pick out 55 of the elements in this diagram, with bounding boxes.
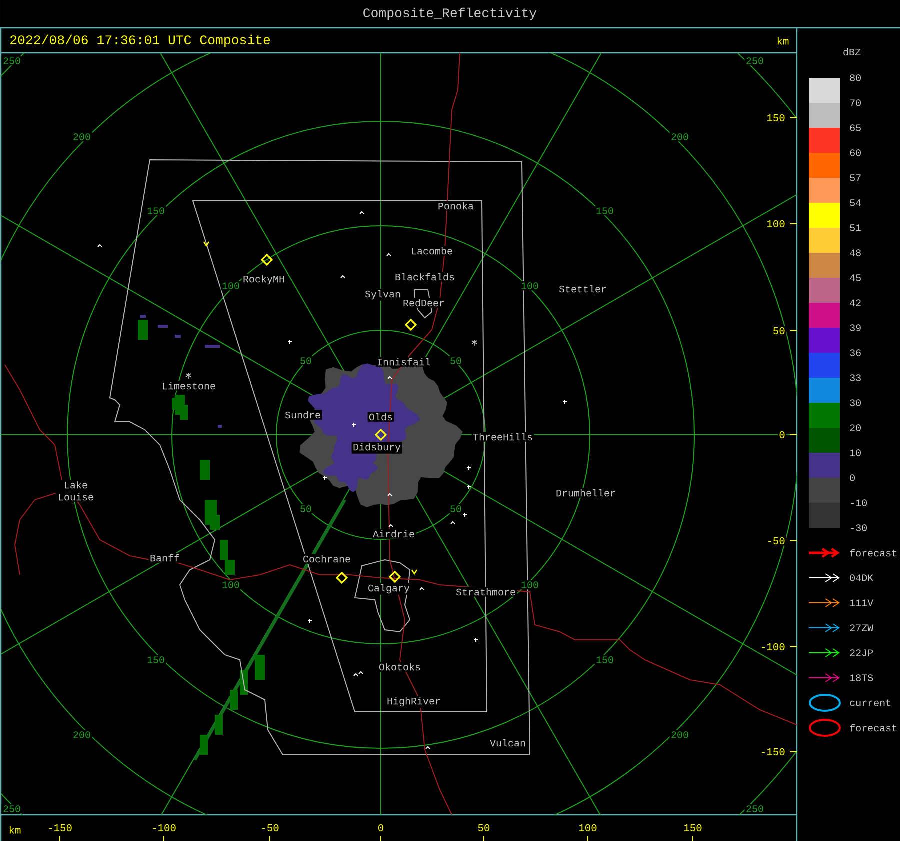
city-label: Limestone <box>160 381 218 391</box>
legend-label: 0 <box>850 474 855 482</box>
city-label: Stettler <box>558 284 608 294</box>
legend-label: 20 <box>850 424 861 432</box>
city-label: RedDeer <box>402 298 446 308</box>
city-label: Innisfail <box>376 357 432 367</box>
legend-label: 30 <box>850 400 861 406</box>
legend-label: forecast <box>850 549 897 557</box>
city-label: RockyMH <box>242 274 286 286</box>
city-label: HighRiver <box>386 696 442 708</box>
legend-label: 48 <box>850 250 861 256</box>
city-label: Lacombe <box>410 246 454 256</box>
legend-label: 54 <box>850 200 862 206</box>
city-label: Airdrie <box>372 529 416 539</box>
legend-label: 04DK <box>850 574 874 582</box>
legend-label: 33 <box>850 374 861 382</box>
axis-tick-label: km <box>776 36 790 46</box>
legend-label: 27ZW <box>850 624 874 632</box>
legend-label: 70 <box>850 100 861 106</box>
legend-label: 42 <box>850 300 861 306</box>
timestamp-label: 2022/08/06 17:36:01 UTC Composite <box>10 34 270 48</box>
legend-label: 36 <box>850 350 861 356</box>
city-label: Blackfalds <box>394 272 456 282</box>
city-label: Calgary <box>366 583 412 595</box>
legend-label: current <box>850 700 891 706</box>
chart-title: Composite_Reflectivity <box>364 8 537 20</box>
legend-label: 18TS <box>850 674 874 682</box>
legend-label: 45 <box>850 274 861 282</box>
city-label: Banff <box>148 553 182 563</box>
city-label: Sundre <box>284 410 322 420</box>
city-label: Vulcan <box>488 738 528 748</box>
city-label: Strathmore <box>454 587 518 597</box>
legend-label: 51 <box>850 224 862 232</box>
legend-label: 111V <box>850 600 874 606</box>
legend-label: 57 <box>850 174 861 182</box>
city-label: Okotoks <box>378 662 422 672</box>
city-label: Cochrane <box>302 554 352 564</box>
legend-label: forecast <box>850 724 897 732</box>
legend-label: 80 <box>850 74 861 82</box>
scale-value-label: -30 <box>851 524 867 532</box>
legend-label: -10 <box>851 500 867 506</box>
city-label: Olds <box>368 412 394 422</box>
legend-label: 39 <box>850 324 861 332</box>
city-label: Ponoka <box>436 201 476 211</box>
legend-label: 10 <box>850 450 861 456</box>
city-label: Drumheller <box>554 488 618 498</box>
axis-tick-label: km <box>8 825 22 835</box>
city-label: Lake Louise <box>56 480 96 502</box>
city-label: Didsbury <box>352 442 402 454</box>
city-label: Sylvan <box>364 289 402 301</box>
legend-label: 65 <box>850 124 861 132</box>
city-label: ThreeHills <box>472 432 534 442</box>
legend-label: 22JP <box>850 650 874 656</box>
unit-label: dBZ <box>844 48 861 56</box>
legend-label: 60 <box>850 150 861 156</box>
